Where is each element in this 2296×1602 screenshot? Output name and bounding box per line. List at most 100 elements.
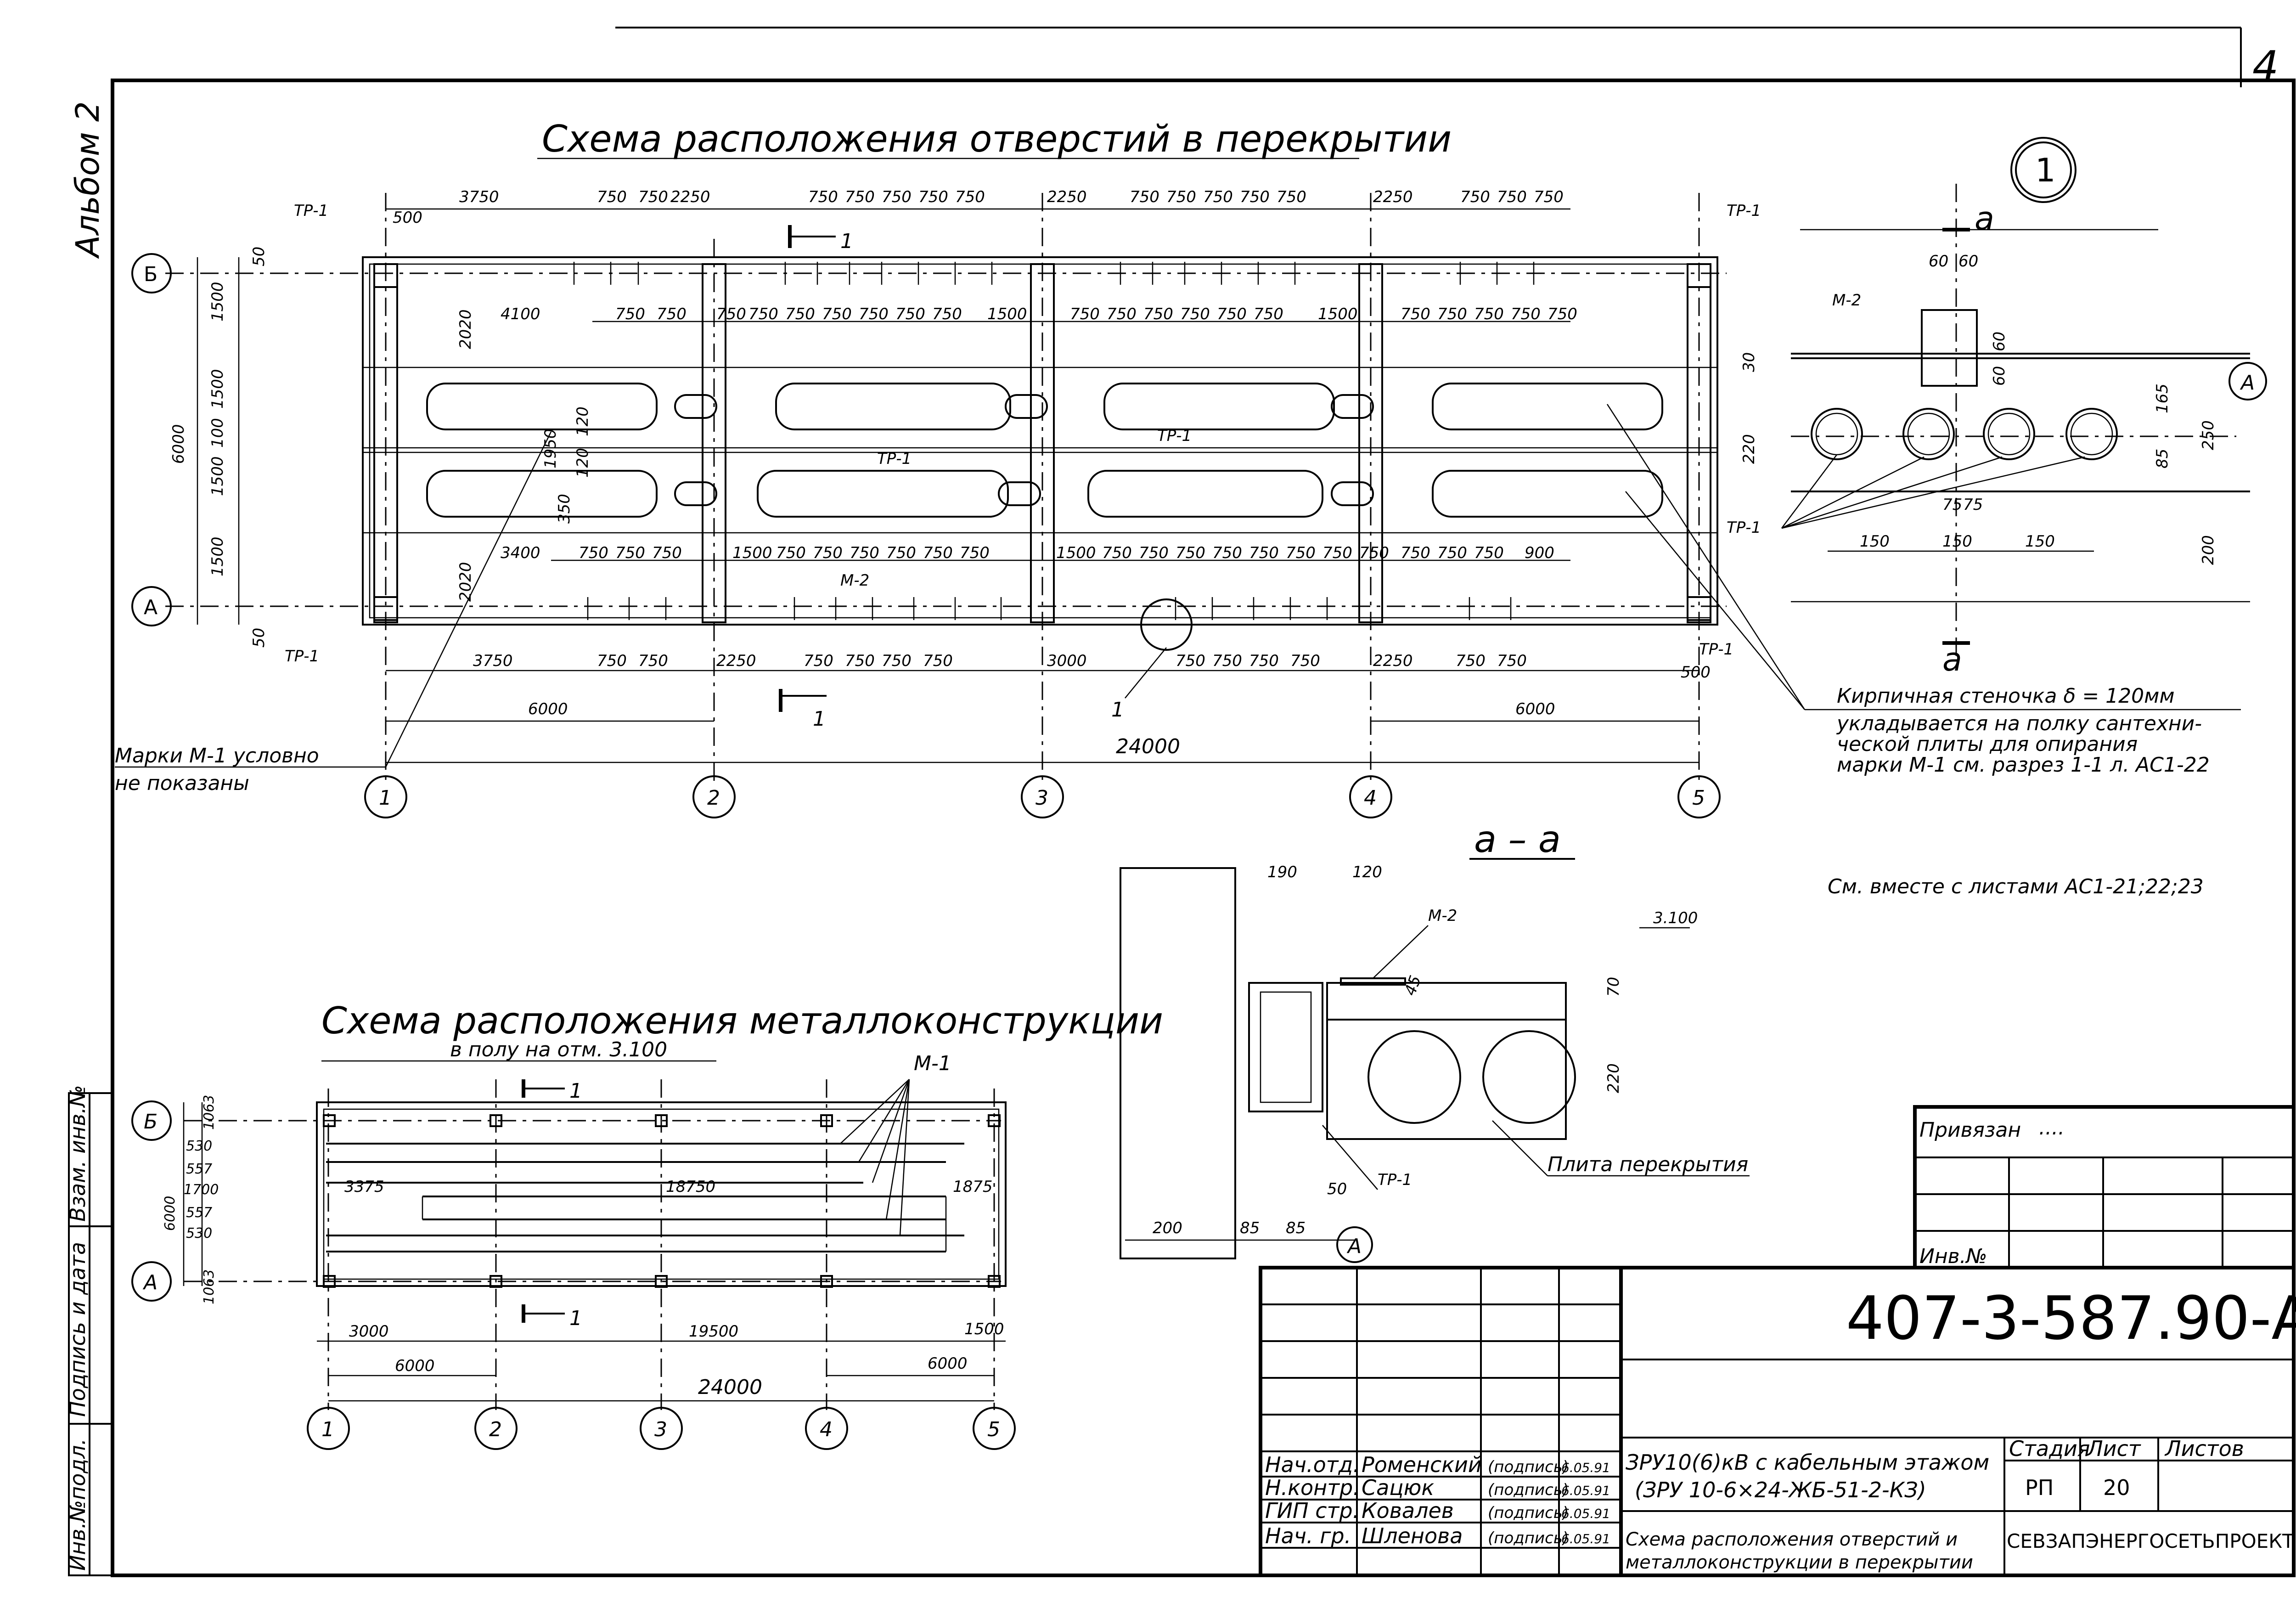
detail-1-dim: 30 bbox=[1740, 352, 1758, 372]
plan-dim-top: 750 bbox=[1460, 188, 1490, 206]
metal-dim-18750: 18750 bbox=[666, 1178, 715, 1196]
plan-tag-tp1-bottomleft: ТР-1 bbox=[285, 647, 319, 666]
detail-1-number: 1 bbox=[2035, 152, 2056, 189]
plan-dim-inner-bottom: 750 bbox=[813, 544, 843, 562]
section-aa-dim: 70 bbox=[1604, 977, 1623, 997]
inv-no-label: Инв.№ bbox=[1919, 1245, 1987, 1268]
detail-1: 1 а а М-2 ТР-1 А 60 60 30 60 60 220 bbox=[1606, 137, 2267, 777]
plan-dim-inner-bottom: 750 bbox=[615, 544, 645, 562]
plan-axis-a-label: А bbox=[144, 596, 158, 619]
sheet-name-line2: металлоконструкции в перекрытии bbox=[1626, 1552, 1973, 1573]
plan-dim-top: 750 bbox=[1130, 188, 1159, 206]
detail-1-dim: 75 bbox=[1963, 496, 1983, 514]
metal-dim-6000-left: 6000 bbox=[395, 1357, 435, 1375]
section-aa-title: а – а bbox=[1474, 818, 1561, 861]
plan-dim-left: 1500 bbox=[208, 456, 227, 496]
plan-dim-inner-bottom: 750 bbox=[652, 544, 682, 562]
detail-1-axis-a-marker bbox=[2228, 362, 2267, 400]
section-aa-dim: 45 bbox=[1401, 973, 1425, 998]
stamp-name: Сацюк bbox=[1362, 1475, 1434, 1500]
plan-dim-bottom: 750 bbox=[804, 652, 833, 670]
sheet-name-line1: Схема расположения отверстий и bbox=[1626, 1529, 1958, 1550]
sheet-header: Лист bbox=[2086, 1436, 2141, 1461]
sheet-corner-number: 4 bbox=[2252, 42, 2279, 90]
metal-dim-19500: 19500 bbox=[689, 1322, 738, 1341]
plan-dim-2020-bottom: 2020 bbox=[456, 562, 475, 602]
plan-dim-top: 750 bbox=[1166, 188, 1196, 206]
plan-dim-left: 100 bbox=[208, 418, 227, 448]
stamp-date: 6.05.91 bbox=[1561, 1531, 1610, 1546]
stamp-signature: (подпись) bbox=[1488, 1504, 1569, 1522]
plan-dim-bottom: 750 bbox=[882, 652, 912, 670]
plan-dim-inner-bottom: 900 bbox=[1525, 544, 1554, 562]
section-aa-dim: 190 bbox=[1267, 863, 1297, 881]
detail-1-dim: 165 bbox=[2153, 384, 2172, 413]
plan-dim-inner-bottom: 750 bbox=[776, 544, 806, 562]
drawing-code: 407-3-587.90-АС1 bbox=[1846, 1283, 2296, 1353]
side-stamp-replace: Взам. инв.№ bbox=[65, 1085, 90, 1222]
plan-dim-bottom: 750 bbox=[923, 652, 953, 670]
plan-dim-inner-top: 750 bbox=[1217, 305, 1247, 323]
project-name-line1: ЗРУ10(6)кВ с кабельным этажом bbox=[1626, 1450, 1989, 1475]
section-aa-tag-tp1: ТР-1 bbox=[1378, 1171, 1412, 1189]
plan-cut-label-bottom: 1 bbox=[813, 707, 826, 731]
plan-dim-inner-top: 750 bbox=[1437, 305, 1467, 323]
plan-dim-bottom: 2250 bbox=[1373, 652, 1413, 670]
plan-axis-b-marker bbox=[131, 253, 172, 293]
plan-dim-inner-top: 750 bbox=[748, 305, 778, 323]
plan-dim-350: 350 bbox=[555, 494, 574, 524]
detail-1-dim: 60 bbox=[1990, 366, 2009, 386]
section-aa-tag-m2: М-2 bbox=[1428, 907, 1457, 925]
metal-dim-1875: 1875 bbox=[953, 1178, 993, 1196]
sheets-header: Листов bbox=[2164, 1436, 2244, 1461]
plan-dim-inner-bottom: 750 bbox=[960, 544, 990, 562]
plan-dim-inner-top: 750 bbox=[1107, 305, 1137, 323]
plan-dim-inner-top: 750 bbox=[895, 305, 925, 323]
plan-dim-inner-top: 750 bbox=[822, 305, 852, 323]
stamp-date: 6.05.91 bbox=[1561, 1506, 1610, 1521]
plan-dim-top: 750 bbox=[808, 188, 838, 206]
plan-dim-inner-top: 4100 bbox=[501, 305, 540, 323]
detail-1-dim: 60 bbox=[1958, 252, 1978, 271]
plan-callout-label: 1 bbox=[1111, 698, 1124, 722]
plan-dim-bottom: 750 bbox=[1290, 652, 1320, 670]
plan-dim-top: 2250 bbox=[1047, 188, 1087, 206]
holes-plan: Схема расположения отверстий в перекрыти… bbox=[115, 118, 1761, 818]
detail-1-dim: 150 bbox=[1942, 532, 1972, 551]
plan-dim-inner-bottom: 1500 bbox=[1056, 544, 1096, 562]
detail-1-dim: 60 bbox=[1990, 332, 2009, 351]
plan-dim-inner-top: 1500 bbox=[987, 305, 1027, 323]
organization-name: СЕВЗАПЭНЕРГОСЕТЬПРОЕКТ bbox=[2007, 1530, 2294, 1552]
plan-dim-120a: 120 bbox=[574, 406, 592, 436]
detail-1-m2-plate bbox=[1921, 309, 1978, 387]
detail-1-circle bbox=[2010, 137, 2077, 203]
metal-structure-plan: Схема расположения металлоконструкции в … bbox=[131, 999, 1163, 1450]
sheet-value: 20 bbox=[2103, 1475, 2130, 1500]
plan-dim-inner-top: 750 bbox=[657, 305, 687, 323]
plan-dim-inner-bottom: 750 bbox=[1322, 544, 1352, 562]
detail-1-tag-tp1: ТР-1 bbox=[1727, 519, 1761, 537]
plan-axis-5: 5 bbox=[1692, 786, 1705, 810]
stamp-role: Н.контр. bbox=[1265, 1475, 1360, 1500]
stamp-role: Нач. гр. bbox=[1265, 1523, 1351, 1548]
plan-dim-inner-bottom: 750 bbox=[850, 544, 879, 562]
side-stamp-signature: Подпись и дата bbox=[65, 1242, 90, 1417]
plan-cut-label-top: 1 bbox=[840, 230, 853, 253]
metal-dim-3000: 3000 bbox=[349, 1322, 389, 1341]
plan-outline bbox=[362, 256, 1718, 626]
detail-1-dim: 150 bbox=[1860, 532, 1890, 551]
metal-cut-label-top: 1 bbox=[569, 1079, 582, 1103]
side-stamp: Взам. инв.№ Подпись и дата Инв.№подл. bbox=[65, 1085, 113, 1576]
detail-1-axis-a-label: А bbox=[2240, 371, 2255, 395]
metal-dim-height: 6000 bbox=[162, 1196, 178, 1231]
metal-axis-5: 5 bbox=[987, 1418, 1000, 1441]
section-aa-dim: 120 bbox=[1352, 863, 1382, 881]
plan-dim-bottom: 3750 bbox=[473, 652, 513, 670]
project-name-line2: (ЗРУ 10-6×24-ЖБ-51-2-КЗ) bbox=[1635, 1478, 1926, 1502]
stamp-signature: (подпись) bbox=[1488, 1529, 1569, 1547]
plan-dim-inner-top: 750 bbox=[1070, 305, 1100, 323]
section-aa-slab-note: Плита перекрытия bbox=[1548, 1153, 1748, 1176]
plan-dim-top: 750 bbox=[1497, 188, 1527, 206]
plan-dim-inner-bottom: 750 bbox=[1359, 544, 1389, 562]
